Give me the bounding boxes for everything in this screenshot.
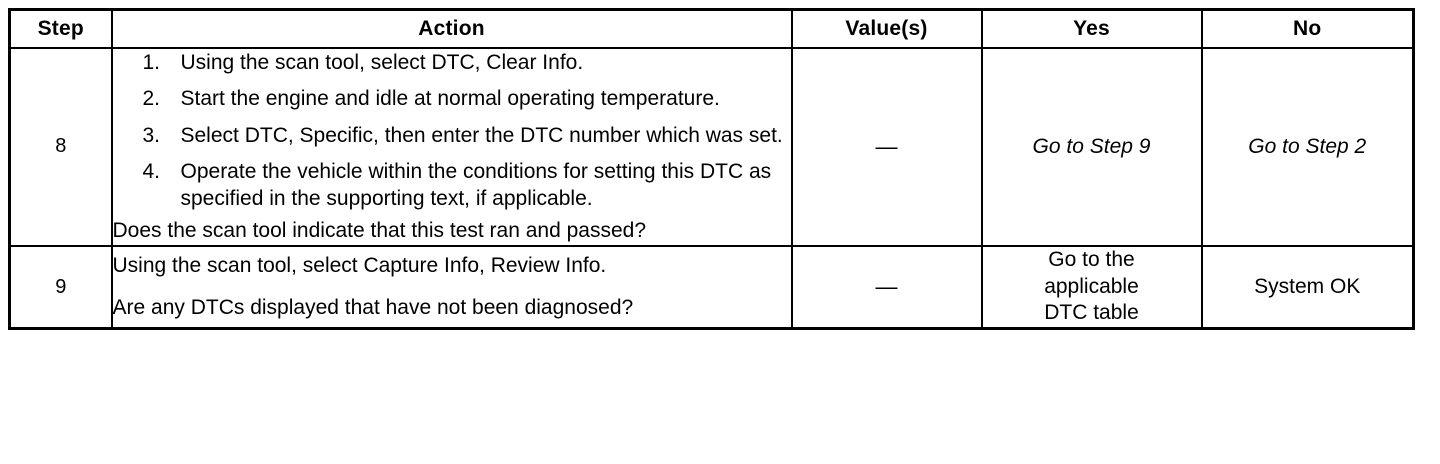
action-cell-step-9: Using the scan tool, select Capture Info…	[110, 244, 793, 330]
table-header: Step Action Value(s) Yes No	[8, 8, 1415, 49]
goto-reference: Go to Step 2	[1248, 135, 1367, 159]
yes-cell-step-8: Go to Step 9	[980, 47, 1203, 247]
action-cell-step-8: 1. Using the scan tool, select DTC, Clea…	[110, 47, 793, 247]
goto-reference-line-2: applicable	[1044, 274, 1139, 298]
yes-cell-step-9: Go to the applicable DTC table	[980, 244, 1203, 330]
goto-reference: Go to Step 9	[1032, 135, 1151, 159]
column-header-values: Value(s)	[790, 8, 983, 49]
action-question-step-8: Does the scan tool indicate that this te…	[112, 219, 647, 243]
table-row: 9 Using the scan tool, select Capture In…	[8, 244, 1415, 330]
list-item-text: Select DTC, Specific, then enter the DTC…	[180, 123, 783, 147]
value-dash: —	[875, 133, 898, 159]
value-cell-step-9: —	[790, 244, 983, 330]
diagnostic-procedure-table: Step Action Value(s) Yes No 8 1. Using t…	[8, 8, 1415, 331]
list-item: 3. Select DTC, Specific, then enter the …	[113, 122, 791, 149]
column-header-step: Step	[8, 8, 113, 49]
list-item: 4. Operate the vehicle within the condit…	[113, 158, 791, 213]
list-item-text: Operate the vehicle within the condition…	[180, 159, 772, 211]
value-cell-step-8: —	[790, 47, 983, 247]
action-instruction-step-9: Using the scan tool, select Capture Info…	[112, 253, 607, 277]
result-label: System OK	[1254, 274, 1361, 298]
action-step-list: 1. Using the scan tool, select DTC, Clea…	[113, 49, 791, 212]
list-item-marker: 2.	[142, 87, 161, 111]
list-item: 2. Start the engine and idle at normal o…	[113, 85, 791, 112]
list-item-marker: 1.	[142, 51, 161, 74]
table-body: 8 1. Using the scan tool, select DTC, Cl…	[8, 47, 1415, 330]
column-header-yes: Yes	[980, 8, 1203, 49]
no-cell-step-8: Go to Step 2	[1200, 47, 1415, 247]
list-item-marker: 4.	[142, 159, 161, 183]
list-item-text: Using the scan tool, select DTC, Clear I…	[180, 51, 584, 74]
step-number-8: 8	[8, 47, 113, 247]
list-item: 1. Using the scan tool, select DTC, Clea…	[113, 49, 791, 76]
step-number-9: 9	[8, 244, 113, 330]
list-item-text: Start the engine and idle at normal oper…	[180, 87, 720, 111]
column-header-no: No	[1200, 8, 1415, 49]
goto-reference-line-3: DTC table	[1044, 301, 1139, 325]
no-cell-step-9: System OK	[1200, 244, 1415, 330]
goto-reference-line-1: Go to the	[1048, 247, 1135, 271]
header-row: Step Action Value(s) Yes No	[8, 8, 1415, 49]
list-item-marker: 3.	[142, 123, 161, 147]
value-dash: —	[875, 274, 898, 300]
table-row: 8 1. Using the scan tool, select DTC, Cl…	[8, 47, 1415, 247]
column-header-action: Action	[110, 8, 793, 49]
action-question-step-9: Are any DTCs displayed that have not bee…	[112, 296, 634, 320]
